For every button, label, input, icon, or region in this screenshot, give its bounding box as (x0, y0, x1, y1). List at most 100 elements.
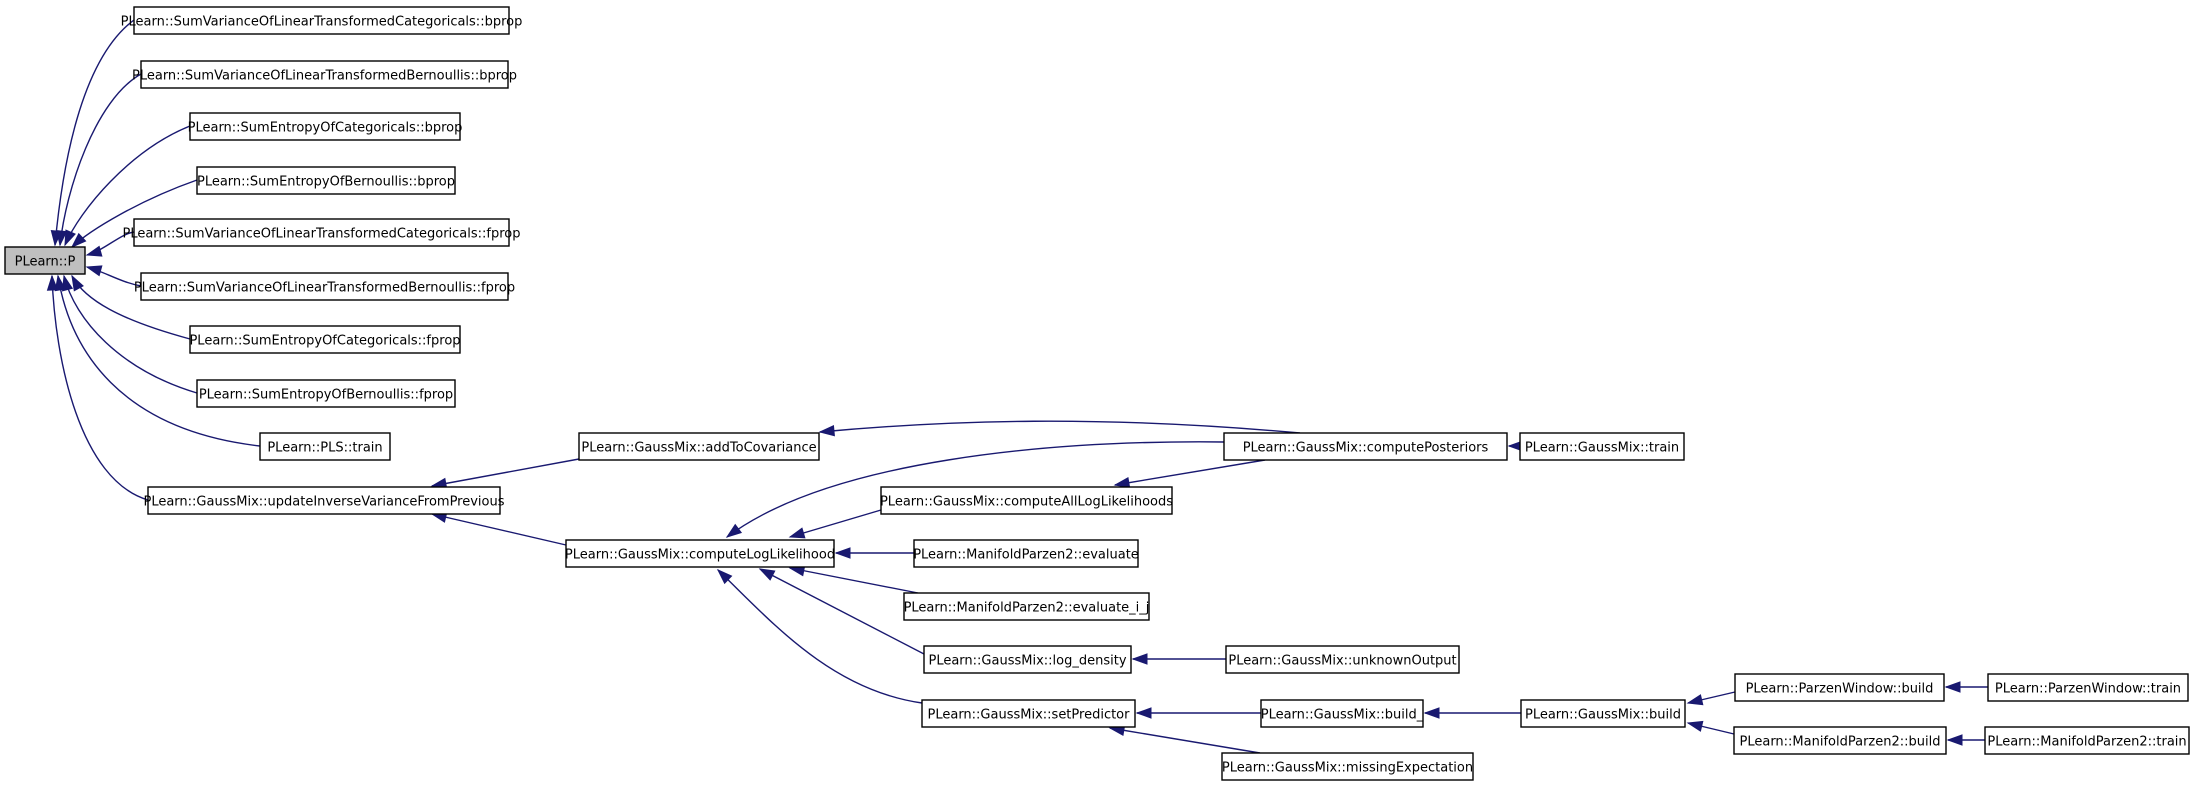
node-n20[interactable]: PLearn::GaussMix::unknownOutput (1225, 645, 1460, 674)
node-box-n4[interactable] (196, 166, 456, 195)
edge-n22-n18 (1109, 727, 1261, 754)
arrowhead-n21-n18 (1135, 707, 1152, 719)
node-label-n4: PLearn::SumEntropyOfBernoullis::bprop (197, 175, 455, 190)
node-n26[interactable]: PLearn::ParzenWindow::train (1987, 673, 2189, 702)
arrowhead-n13-n12 (725, 523, 743, 538)
node-label-n16: PLearn::ManifoldParzen2::evaluate_i_j (904, 601, 1150, 616)
node-n8[interactable]: PLearn::SumEntropyOfBernoullis::fprop (196, 379, 456, 408)
node-n16[interactable]: PLearn::ManifoldParzen2::evaluate_i_j (903, 592, 1150, 621)
node-box-n22[interactable] (1221, 752, 1474, 781)
node-label-n26: PLearn::ParzenWindow::train (1995, 682, 2181, 697)
node-box-n17[interactable] (923, 645, 1132, 674)
node-label-n22: PLearn::GaussMix::missingExpectation (1222, 761, 1473, 776)
node-label-n2: PLearn::SumVarianceOfLinearTransformedBe… (132, 69, 517, 84)
node-n15[interactable]: PLearn::ManifoldParzen2::evaluate (913, 539, 1139, 568)
nodes-layer: PLearn::PPLearn::SumVarianceOfLinearTran… (4, 6, 2190, 781)
node-n4[interactable]: PLearn::SumEntropyOfBernoullis::bprop (196, 166, 456, 195)
node-n12[interactable]: PLearn::GaussMix::computeLogLikelihood (565, 539, 835, 568)
node-box-n7[interactable] (189, 325, 461, 354)
node-box-n8[interactable] (196, 379, 456, 408)
node-box-n24[interactable] (1734, 673, 1945, 702)
node-n17[interactable]: PLearn::GaussMix::log_density (923, 645, 1132, 674)
node-label-n7: PLearn::SumEntropyOfCategoricals::fprop (189, 334, 460, 349)
arrowhead-n20-n17 (1131, 653, 1148, 665)
node-n25[interactable]: PLearn::ManifoldParzen2::build (1733, 726, 1947, 755)
node-box-n9[interactable] (259, 432, 391, 461)
node-box-n12[interactable] (565, 539, 835, 568)
node-box-n23[interactable] (1520, 699, 1686, 728)
arrowhead-n10-n0 (46, 274, 59, 291)
node-box-n0[interactable] (4, 246, 86, 275)
node-box-n6[interactable] (140, 272, 509, 301)
node-box-n1[interactable] (133, 6, 510, 35)
node-box-n27[interactable] (1984, 726, 2190, 755)
arrowhead-n3-n0 (64, 229, 76, 247)
node-box-n5[interactable] (133, 218, 510, 247)
node-label-n15: PLearn::ManifoldParzen2::evaluate (913, 548, 1139, 563)
node-label-n18: PLearn::GaussMix::setPredictor (928, 708, 1131, 723)
node-box-n18[interactable] (921, 699, 1136, 728)
node-box-n16[interactable] (903, 592, 1150, 621)
edge-n1-n0 (54, 19, 135, 246)
node-n18[interactable]: PLearn::GaussMix::setPredictor (921, 699, 1136, 728)
node-label-n12: PLearn::GaussMix::computeLogLikelihood (565, 548, 835, 563)
node-n14[interactable]: PLearn::GaussMix::computeAllLogLikelihoo… (880, 486, 1173, 515)
arrowhead-n14-n12 (788, 527, 806, 539)
node-label-n10: PLearn::GaussMix::updateInverseVarianceF… (143, 495, 504, 510)
node-box-n13[interactable] (1223, 432, 1508, 461)
node-label-n13: PLearn::GaussMix::computePosteriors (1243, 441, 1489, 456)
edge-n13-n12 (726, 441, 1225, 538)
node-label-n25: PLearn::ManifoldParzen2::build (1740, 735, 1941, 750)
node-n27[interactable]: PLearn::ManifoldParzen2::train (1984, 726, 2190, 755)
node-box-n3[interactable] (189, 112, 461, 141)
node-box-n21[interactable] (1260, 699, 1424, 728)
node-label-n11: PLearn::GaussMix::addToCovariance (581, 441, 816, 456)
node-n7[interactable]: PLearn::SumEntropyOfCategoricals::fprop (189, 325, 461, 354)
arrowhead-n7-n0 (71, 274, 84, 292)
arrowhead-n27-n25 (1946, 734, 1963, 746)
edge-n11-n10 (431, 458, 580, 487)
node-box-n20[interactable] (1225, 645, 1460, 674)
node-label-n19: PLearn::GaussMix::train (1525, 441, 1679, 456)
arrowhead-n13-n14 (1113, 476, 1131, 489)
node-n6[interactable]: PLearn::SumVarianceOfLinearTransformedBe… (134, 272, 515, 301)
node-n9[interactable]: PLearn::PLS::train (259, 432, 391, 461)
edge-n12-n10 (431, 513, 567, 546)
node-box-n26[interactable] (1987, 673, 2189, 702)
node-n1[interactable]: PLearn::SumVarianceOfLinearTransformedCa… (121, 6, 523, 35)
arrowhead-n8-n0 (61, 274, 74, 292)
node-box-n11[interactable] (578, 432, 820, 461)
node-n21[interactable]: PLearn::GaussMix::build_ (1260, 699, 1424, 728)
node-box-n2[interactable] (140, 60, 509, 89)
node-n13[interactable]: PLearn::GaussMix::computePosteriors (1223, 432, 1508, 461)
node-box-n14[interactable] (880, 486, 1173, 515)
node-n24[interactable]: PLearn::ParzenWindow::build (1734, 673, 1945, 702)
node-label-n5: PLearn::SumVarianceOfLinearTransformedCa… (122, 227, 520, 242)
edge-n13-n14 (1114, 459, 1266, 486)
node-label-n0: PLearn::P (15, 255, 76, 270)
node-box-n19[interactable] (1519, 432, 1685, 461)
edge-n16-n12 (789, 567, 919, 594)
node-label-n6: PLearn::SumVarianceOfLinearTransformedBe… (134, 281, 515, 296)
node-n5[interactable]: PLearn::SumVarianceOfLinearTransformedCa… (122, 218, 521, 247)
node-label-n8: PLearn::SumEntropyOfBernoullis::fprop (199, 388, 453, 403)
node-box-n15[interactable] (913, 539, 1139, 568)
node-n10[interactable]: PLearn::GaussMix::updateInverseVarianceF… (143, 486, 505, 515)
node-n3[interactable]: PLearn::SumEntropyOfCategoricals::bprop (188, 112, 463, 141)
node-n11[interactable]: PLearn::GaussMix::addToCovariance (578, 432, 820, 461)
edge-n14-n12 (789, 509, 882, 538)
edge-n17-n12 (759, 568, 925, 655)
edge-n8-n0 (63, 275, 198, 394)
node-box-n10[interactable] (147, 486, 501, 515)
node-n23[interactable]: PLearn::GaussMix::build (1520, 699, 1686, 728)
node-n0[interactable]: PLearn::P (4, 246, 86, 275)
node-n19[interactable]: PLearn::GaussMix::train (1519, 432, 1685, 461)
node-label-n14: PLearn::GaussMix::computeAllLogLikelihoo… (880, 495, 1173, 510)
node-box-n25[interactable] (1733, 726, 1947, 755)
node-n2[interactable]: PLearn::SumVarianceOfLinearTransformedBe… (132, 60, 517, 89)
node-n22[interactable]: PLearn::GaussMix::missingExpectation (1221, 752, 1474, 781)
node-label-n3: PLearn::SumEntropyOfCategoricals::bprop (188, 121, 463, 136)
arrowhead-n23-n21 (1423, 707, 1440, 719)
node-label-n23: PLearn::GaussMix::build (1525, 708, 1681, 723)
